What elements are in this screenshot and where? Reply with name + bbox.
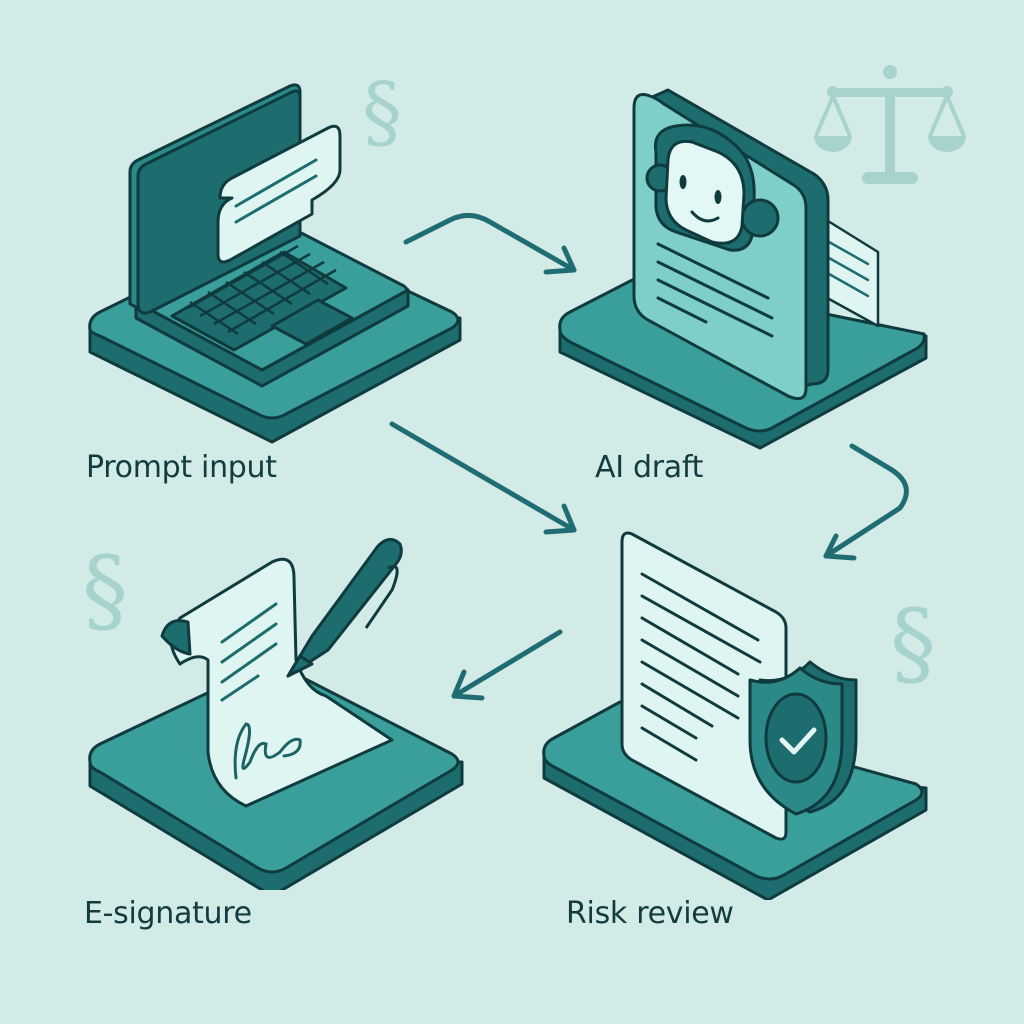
arrow-prompt-to-review	[389, 421, 577, 535]
step-label: AI draft	[595, 450, 704, 485]
section-sign-icon: §	[82, 537, 128, 644]
pen-icon	[286, 538, 403, 678]
arrow-draft-to-review	[823, 443, 909, 561]
robot-face	[679, 175, 722, 204]
keyboard-keys	[187, 244, 337, 336]
signature-scribble	[233, 722, 302, 780]
scroll-document-icon	[160, 557, 394, 808]
section-sign-icon: §	[362, 65, 402, 158]
arrow-prompt-to-draft	[403, 213, 577, 275]
step-prompt-input	[88, 83, 462, 444]
scales-of-justice-icon	[814, 65, 966, 184]
step-label: Risk review	[566, 896, 734, 931]
step-risk-review	[542, 531, 928, 900]
chat-bubble-icon	[216, 124, 342, 264]
document-icon	[620, 531, 788, 841]
step-label: E-signature	[84, 896, 252, 931]
step-label: Prompt input	[86, 450, 277, 485]
robot-document-icon	[632, 88, 830, 401]
arrow-review-to-signature	[451, 629, 563, 701]
section-sign-icon: §	[890, 590, 936, 697]
step-ai-draft	[558, 88, 928, 450]
step-e-signature	[88, 538, 464, 890]
checkmark	[779, 727, 817, 755]
